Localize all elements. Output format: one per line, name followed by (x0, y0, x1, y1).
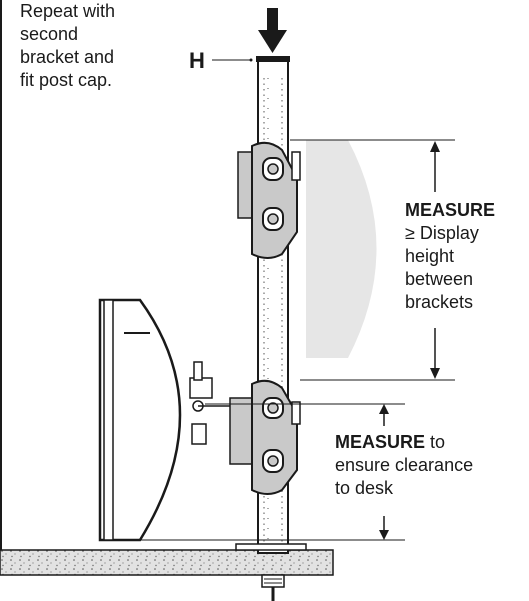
bottom-bracket (229, 379, 301, 495)
step-instruction: Repeat with second bracket and fit post … (20, 0, 160, 92)
step-line: Repeat with (20, 1, 116, 21)
measure-bottom-first-line: MEASURE to (335, 431, 525, 454)
measure-top-line: brackets (405, 292, 474, 312)
desk-top (0, 549, 334, 576)
measure-top-line: between (405, 269, 474, 289)
measure-bottom-line: ensure clearance (335, 455, 474, 475)
measure-top-title: MEASURE (405, 200, 496, 220)
measure-bottom-callout: MEASURE to ensure clearance to desk (335, 431, 525, 500)
h-marker-label: H (189, 48, 205, 73)
desk-clamp (235, 543, 307, 601)
measure-top-line: height (405, 246, 455, 266)
top-bracket (237, 141, 301, 259)
top-bracket-upper-knob (262, 157, 284, 181)
post-cap (256, 56, 290, 62)
top-dimension (290, 139, 455, 381)
step-line: fit post cap. (20, 70, 113, 90)
step-line: second (20, 24, 79, 44)
display-side-view (98, 298, 240, 542)
down-arrow-icon (258, 8, 287, 53)
step-line: bracket and (20, 47, 115, 67)
measure-top-callout: MEASURE ≥ Display height between bracket… (405, 199, 525, 314)
dimension-arrow-icon (379, 404, 389, 540)
measure-bottom-suffix: to (425, 432, 446, 452)
measure-bottom-line: to desk (335, 478, 394, 498)
ghost-display (306, 140, 377, 358)
measure-top-line: ≥ Display (405, 223, 479, 243)
measure-bottom-title: MEASURE (335, 432, 426, 452)
bottom-bracket-lower-knob (262, 449, 284, 473)
bottom-bracket-upper-knob (262, 397, 284, 419)
top-bracket-lower-knob (262, 207, 284, 231)
bottom-dimension (140, 403, 405, 541)
dimension-arrow-icon (430, 141, 440, 379)
